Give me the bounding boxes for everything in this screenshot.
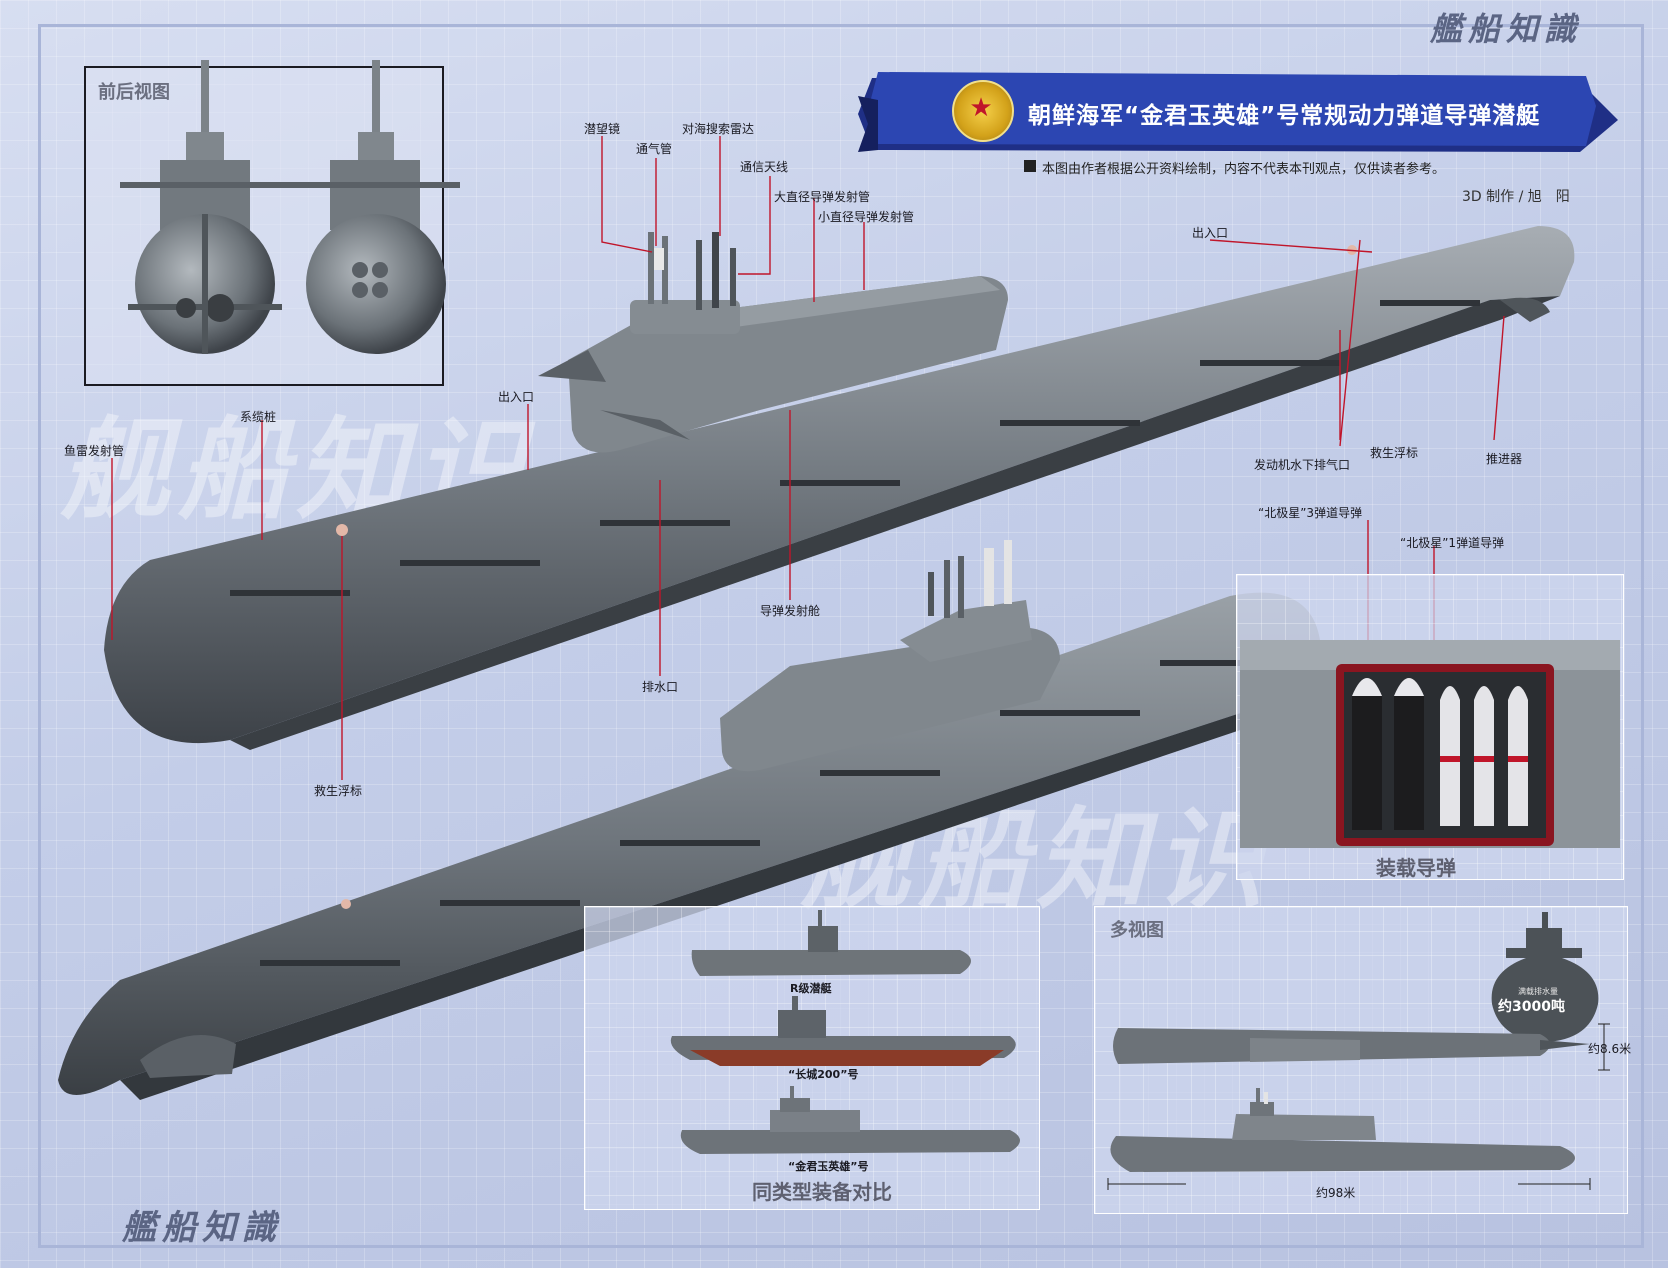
label-propulsor: 推进器: [1486, 452, 1523, 466]
label-snorkel: 通气管: [636, 142, 673, 156]
label-drain: 排水口: [642, 680, 679, 694]
front-rear-title: 前后视图: [98, 82, 170, 103]
multiview-panel: [1094, 906, 1628, 1214]
navy-emblem: [952, 80, 1014, 142]
missile-caption: 装载导弹: [1376, 856, 1456, 880]
label-entrance-aft: 出入口: [1192, 226, 1229, 240]
watermark-left: 舰船知识: [60, 406, 532, 534]
masthead-brand: 艦船知識: [1430, 10, 1583, 48]
disclaimer-text: 本图由作者根据公开资料绘制，内容不代表本刊观点，仅供读者参考。: [1042, 162, 1446, 177]
label-radar: 对海搜索雷达: [682, 122, 755, 136]
footer-brand: 艦船知識: [122, 1208, 282, 1248]
displacement-label: 满载排水量: [1518, 987, 1558, 996]
label-mooring: 系缆桩: [240, 410, 277, 424]
label-small-tube: 小直径导弹发射管: [818, 210, 915, 224]
label-entrance-fore: 出入口: [498, 390, 535, 404]
length-value: 约98米: [1316, 1186, 1356, 1200]
label-polaris-1: “北极星”1弹道导弹: [1400, 536, 1505, 550]
page-frame: [38, 24, 1644, 1248]
label-large-tube: 大直径导弹发射管: [774, 190, 871, 204]
label-torpedo: 鱼雷发射管: [64, 444, 125, 458]
comparison-caption: 同类型装备对比: [752, 1180, 892, 1204]
label-polaris-3: “北极星”3弹道导弹: [1258, 506, 1363, 520]
credit-text: 3D 制作 / 旭 阳: [1462, 189, 1570, 205]
front-rear-panel: [84, 66, 444, 386]
comparison-item-changcheng: “长城200”号: [788, 1068, 859, 1081]
disclaimer-marker: [1024, 160, 1036, 172]
multiview-title: 多视图: [1110, 920, 1164, 941]
displacement-value: 约3000吨: [1498, 999, 1565, 1015]
comparison-item-r-class: R级潜艇: [790, 982, 832, 995]
missile-panel: [1236, 574, 1624, 880]
banner-title: 朝鲜海军“金君玉英雄”号常规动力弹道导弹潜艇: [1028, 103, 1541, 129]
beam-value: 约8.6米: [1588, 1042, 1632, 1056]
emblem-star-icon: ★: [969, 93, 993, 123]
label-buoy-fore: 救生浮标: [314, 784, 363, 798]
label-missile-bay: 导弹发射舱: [760, 604, 821, 618]
label-periscope: 潜望镜: [584, 122, 621, 136]
label-exhaust: 发动机水下排气口: [1254, 458, 1351, 472]
label-antenna: 通信天线: [740, 160, 789, 174]
comparison-item-kimkunok: “金君玉英雄”号: [788, 1160, 869, 1173]
label-buoy-aft: 救生浮标: [1370, 446, 1419, 460]
